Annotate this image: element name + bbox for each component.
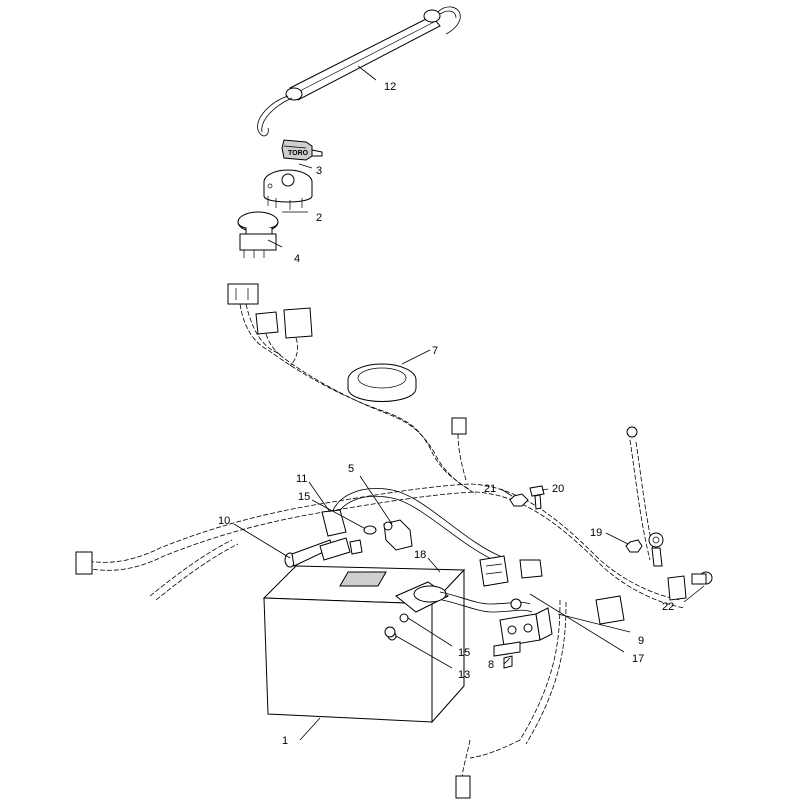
callout-13: 13 [458,669,470,681]
callout-7: 7 [432,345,438,357]
bracket-5 [383,519,413,551]
callout-10: 10 [218,515,230,527]
callout-15b: 15 [458,647,470,659]
positive-cable [321,488,501,563]
negative-terminal [319,537,363,561]
callout-8: 8 [488,659,494,671]
upper-harness [227,283,477,495]
callout-5: 5 [348,463,354,475]
battery [262,565,466,724]
nut-21 [509,493,529,507]
main-harness [75,426,685,799]
cap [347,363,417,402]
callout-labels: 1 2 3 4 5 7 8 9 10 11 12 13 15 15 17 18 … [218,81,674,747]
screw-13 [384,626,396,638]
key: TORO [281,139,323,161]
callout-15a: 15 [298,491,310,503]
starter-solenoid [493,598,553,669]
callout-22: 22 [662,601,674,613]
callout-3: 3 [316,165,322,177]
nut-19 [625,539,643,553]
ring-terminal [648,532,664,567]
callout-21: 21 [484,483,496,495]
key-brand-label: TORO [288,150,309,157]
relay-connector [479,555,625,625]
bolt-20 [529,485,545,510]
callout-4: 4 [294,253,300,265]
pto-switch [237,211,279,258]
connector-top [451,417,467,481]
callout-19: 19 [590,527,602,539]
callout-1: 1 [282,735,288,747]
callout-17: 17 [632,653,644,665]
callout-2: 2 [316,212,322,224]
callout-20: 20 [552,483,564,495]
callout-9: 9 [638,635,644,647]
bolt-22 [667,571,713,601]
leader-lines [233,65,705,741]
bungee-strap [257,6,461,137]
callout-18: 18 [414,549,426,561]
washer-15a [363,525,377,535]
callout-11: 11 [296,473,307,485]
ignition-switch [263,169,313,210]
callout-12: 12 [384,81,396,93]
